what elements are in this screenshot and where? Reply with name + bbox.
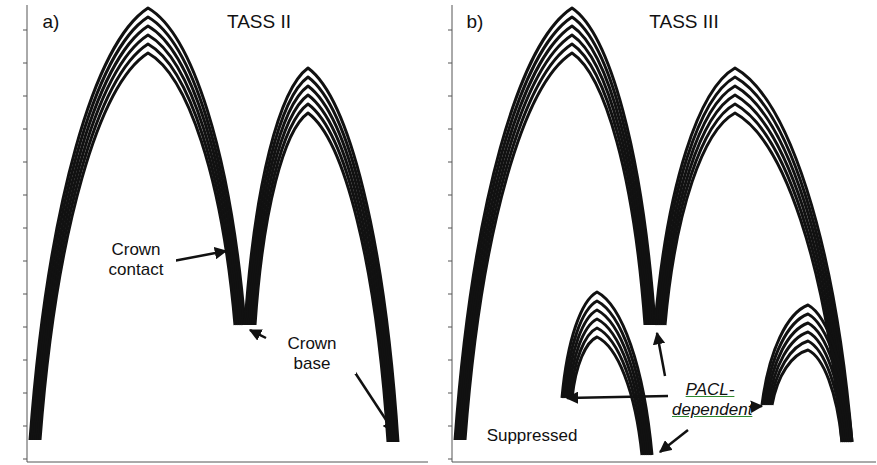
crown-shell — [247, 77, 396, 442]
crown-shell — [661, 95, 846, 442]
axis-tick — [448, 129, 452, 130]
axis-tick — [448, 195, 452, 196]
leader-arrow — [657, 333, 665, 376]
crown-shell — [463, 44, 647, 440]
callout-label: PACL-dependent — [670, 380, 750, 420]
crown-shell — [768, 332, 846, 442]
leader-arrow — [250, 330, 266, 338]
leader-arrow — [168, 251, 226, 262]
crown-shell — [663, 104, 844, 442]
crown-shell — [465, 53, 645, 440]
axis-tick — [23, 393, 27, 394]
panel-letter: a) — [34, 12, 68, 32]
axis-tick — [448, 459, 452, 460]
axis-tick — [23, 96, 27, 97]
crown-shell — [251, 95, 392, 442]
axis-tick — [23, 294, 27, 295]
crown-shell — [665, 113, 842, 442]
crown-shell — [30, 8, 245, 440]
callout-label: Crown contact — [96, 240, 176, 280]
crown-shell — [253, 104, 390, 442]
axis-tick — [448, 426, 452, 427]
axis-tick — [448, 162, 452, 163]
axis-tick — [448, 63, 452, 64]
axis-tick — [23, 162, 27, 163]
leader-arrows — [168, 251, 762, 452]
crown-shells — [30, 8, 852, 455]
panel-title: TASS III — [632, 12, 736, 32]
axis-tick — [23, 261, 27, 262]
crown-shell — [38, 44, 237, 440]
crown-shell — [770, 341, 844, 442]
leader-arrow — [352, 368, 394, 432]
axis-tick — [448, 327, 452, 328]
axis-tick — [23, 228, 27, 229]
x-axis — [27, 462, 428, 463]
axis-tick — [23, 426, 27, 427]
crown-shell — [459, 26, 651, 440]
crown-shell — [766, 323, 848, 442]
panel-title: TASS II — [212, 12, 306, 32]
leader-arrow — [660, 430, 688, 452]
axis-tick — [23, 30, 27, 31]
axis-tick — [23, 459, 27, 460]
crown-shell — [36, 35, 239, 440]
axis-tick — [23, 360, 27, 361]
crown-shell — [249, 86, 394, 442]
crown-shell — [40, 53, 235, 440]
crown-shell — [34, 26, 241, 440]
axis-tick — [448, 228, 452, 229]
axis-tick — [23, 63, 27, 64]
crown-shell — [764, 314, 850, 442]
crown-shell — [659, 86, 848, 442]
axis-tick — [23, 195, 27, 196]
crown-shell — [461, 35, 649, 440]
crown-shell — [245, 68, 398, 442]
axis-tick — [448, 96, 452, 97]
axis-tick — [23, 327, 27, 328]
crown-shell — [32, 17, 243, 440]
axis-tick — [448, 393, 452, 394]
axis-tick — [23, 129, 27, 130]
callout-label: Crown base — [268, 334, 356, 374]
x-axis — [452, 462, 876, 463]
crown-shell — [772, 350, 842, 442]
callout-label: Suppressed — [482, 426, 582, 446]
crown-shell — [655, 68, 852, 442]
crown-shell — [657, 77, 850, 442]
panel-letter: b) — [458, 12, 492, 32]
axis-tick — [448, 294, 452, 295]
axis-tick — [448, 360, 452, 361]
axis-tick — [448, 261, 452, 262]
axis-tick — [448, 30, 452, 31]
leader-arrow — [567, 396, 668, 398]
plot-axes — [23, 5, 876, 462]
crown-shell — [762, 305, 852, 442]
